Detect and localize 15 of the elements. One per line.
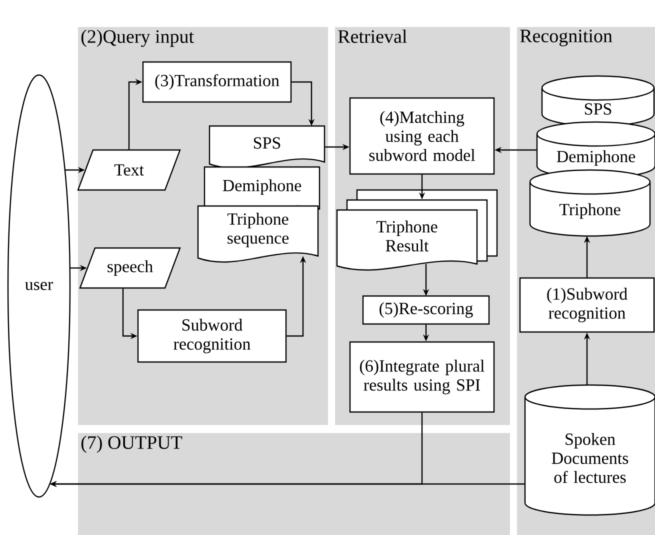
process-box: (1)Subword recognition xyxy=(519,277,655,333)
process-box: (5)Re-scoring xyxy=(362,295,490,325)
node-label: Triphone xyxy=(559,203,620,219)
database-cylinder: SPS xyxy=(541,75,655,127)
process-box: Subword recognition xyxy=(137,309,287,363)
section-heading: (7) OUTPUT xyxy=(81,436,182,453)
input-parallelogram: speech xyxy=(79,247,181,289)
database-cylinder: Triphone xyxy=(529,169,651,237)
process-box: (4)Matching using each subword model xyxy=(349,97,495,175)
input-parallelogram: Text xyxy=(77,149,181,191)
process-box: (3)Transformation xyxy=(142,61,292,103)
node-label: Demiphone xyxy=(556,150,636,166)
database-cylinder: Spoken Documents of lectures xyxy=(524,384,655,516)
process-box: (6)Integrate plural results using SPI xyxy=(349,341,495,413)
document-stack: Triphone Result xyxy=(336,189,498,271)
